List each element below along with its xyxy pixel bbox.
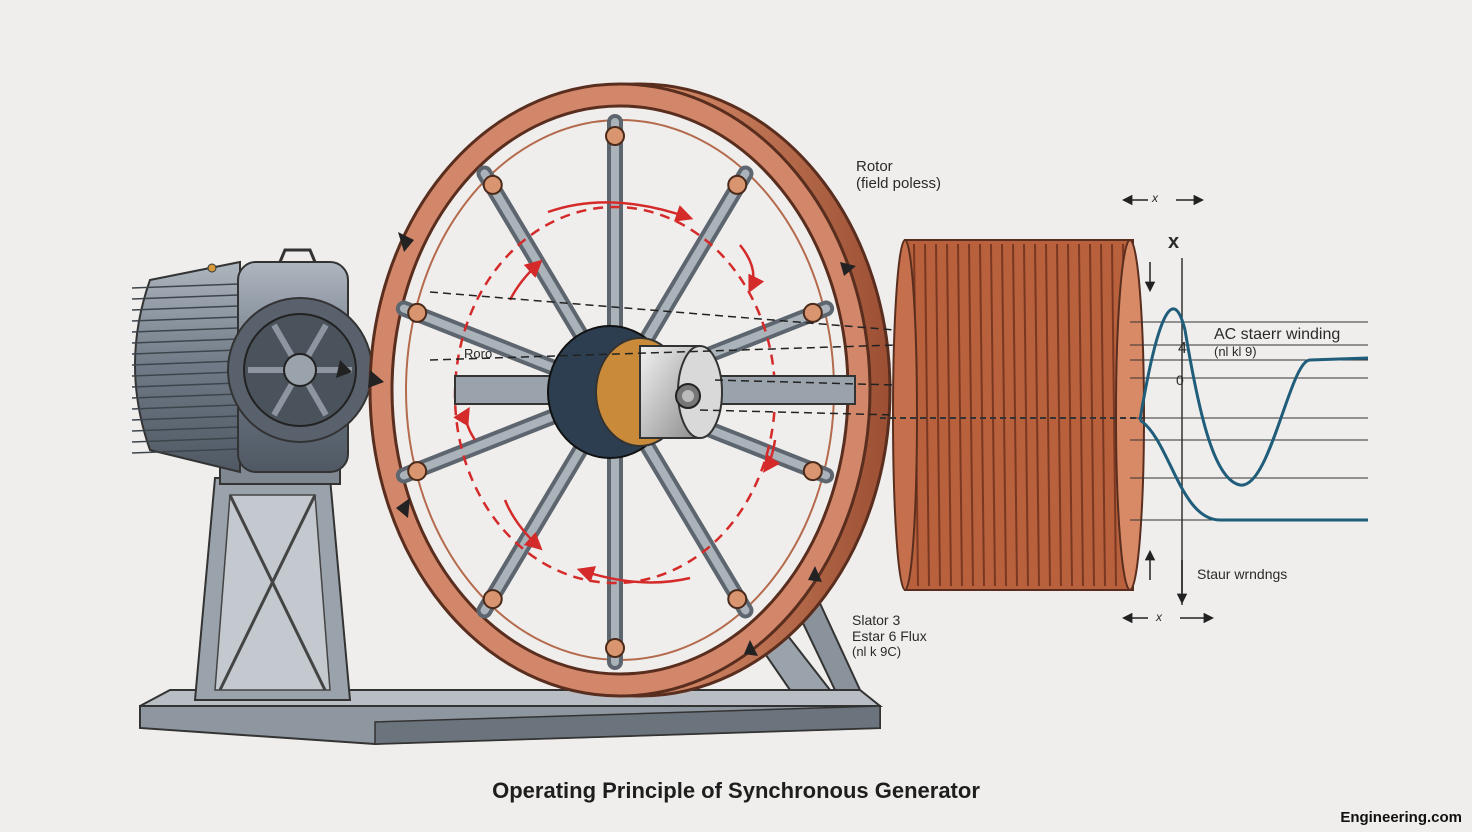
ac-winding-line2: (nl kl 9): [1214, 344, 1257, 359]
flux-lines: [429, 291, 896, 416]
brand-watermark: Engineering.com: [1340, 809, 1462, 826]
ac-winding-line1: AC staerr winding: [1214, 326, 1341, 343]
stator-flux-line1: Slator 3: [852, 612, 901, 628]
rotor-shaft: [454, 325, 856, 459]
rotor-tag-label: Roro: [464, 346, 493, 361]
stator-flux-line3: (nl k 9C): [852, 644, 902, 659]
diagram-title: Operating Principle of Synchronous Gener…: [492, 778, 980, 803]
support-stand: [193, 461, 352, 701]
rotor-label: Rotor (field poless): [856, 158, 941, 192]
stator-coil: [880, 239, 1145, 591]
rotor-label-line1: Rotor: [856, 158, 893, 175]
stator-flux-label: Slator 3 Estar 6 Flux (nl k 9C): [852, 612, 927, 660]
stator-windings-label: Staur wrndngs: [1197, 566, 1288, 582]
dimension-arrows: [1121, 194, 1215, 624]
rotor-label-line2: (field poless): [856, 175, 942, 192]
exciter-housing: [131, 248, 373, 474]
waveform-plot: [1130, 258, 1369, 605]
stator-flux-line2: Estar 6 Flux: [852, 628, 927, 644]
tick-4-label: 4: [1178, 340, 1187, 357]
ring-arrows: [336, 232, 856, 656]
ac-winding-label: AC staerr winding (nl kl 9): [1214, 326, 1340, 360]
dim-bottom-label: x: [1156, 610, 1162, 624]
base-platform: [139, 689, 883, 746]
axis-x-label: x: [1168, 231, 1180, 253]
dim-top-label: x: [1152, 191, 1158, 205]
tick-0-label: 0: [1176, 372, 1184, 388]
